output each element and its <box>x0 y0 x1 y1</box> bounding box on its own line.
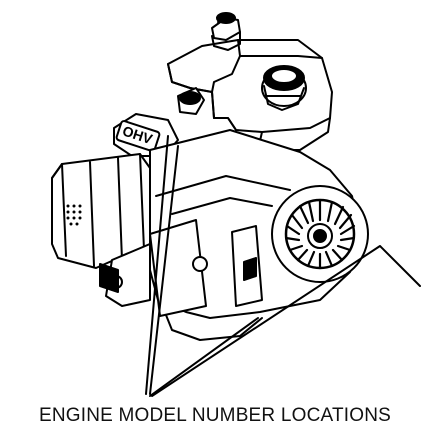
leader-line-left-upper <box>145 135 169 395</box>
diagram-caption: ENGINE MODEL NUMBER LOCATIONS <box>38 405 392 426</box>
leader-line-left-lower <box>149 145 179 395</box>
ohv-badge: OHV <box>113 113 179 157</box>
fuel-tank <box>167 39 333 151</box>
muffler <box>51 153 151 269</box>
base-flange <box>99 219 263 317</box>
fuel-cap <box>211 12 241 51</box>
leader-line-middle <box>149 317 259 397</box>
recoil-starter <box>271 185 369 283</box>
oil-fill-cap <box>261 65 307 111</box>
leader-line-right <box>151 245 421 397</box>
spark-plug <box>177 87 205 115</box>
leader-lines <box>145 135 421 397</box>
